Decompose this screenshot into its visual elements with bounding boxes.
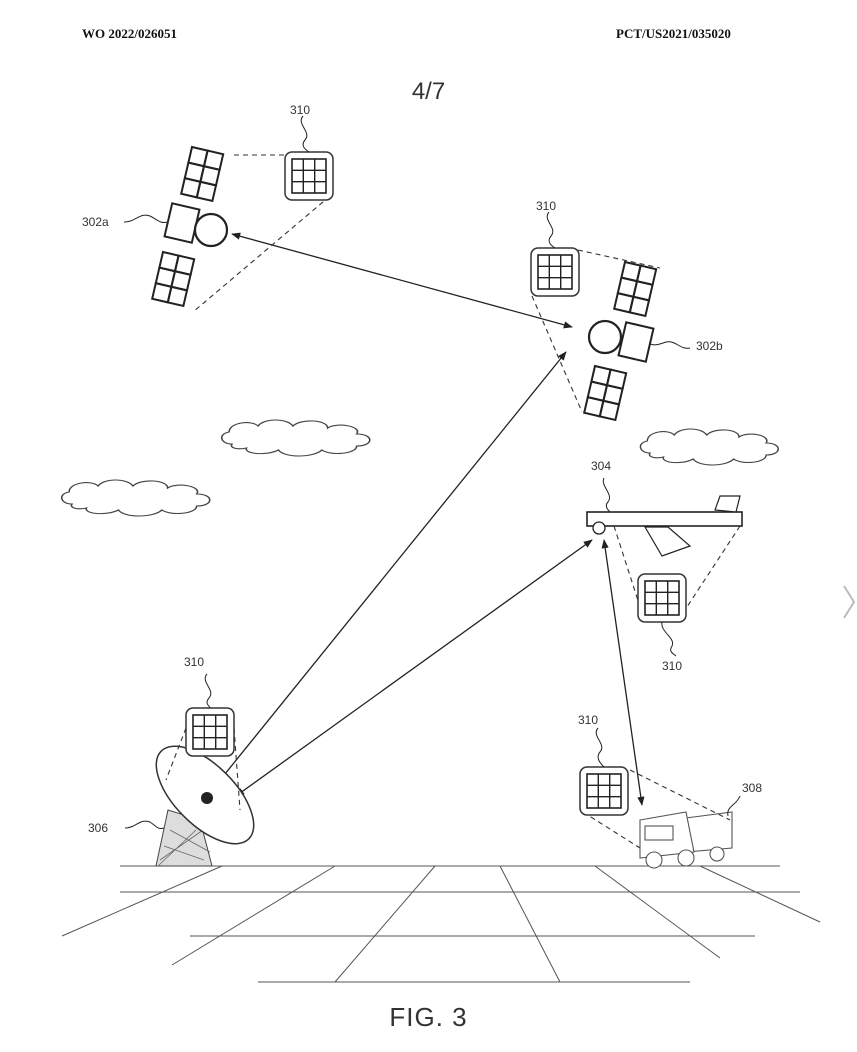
cloud-icon — [639, 428, 779, 466]
ref-label-vehicle: 308 — [742, 781, 762, 795]
ref-label-aircraft: 304 — [591, 459, 611, 473]
publication-number: WO 2022/026051 — [82, 26, 177, 41]
chevron-right-icon — [843, 585, 856, 619]
figure-label: FIG. 3 — [389, 1002, 468, 1032]
grid-module-icon — [637, 573, 687, 623]
ref-label-satellite-b: 302b — [696, 339, 723, 353]
ref-label-satellite-a: 302a — [82, 215, 109, 229]
communication-links — [211, 232, 645, 806]
ref-label-ground-station: 306 — [88, 821, 108, 835]
module-links — [165, 154, 741, 849]
sheet-number: 4/7 — [411, 78, 446, 105]
next-page-button[interactable] — [838, 582, 857, 622]
ref-label-module: 310 — [662, 659, 682, 673]
ref-label-module: 310 — [184, 655, 204, 669]
ground-grid — [61, 865, 821, 983]
ref-label-module: 310 — [536, 199, 556, 213]
ref-label-module: 310 — [290, 103, 310, 117]
ref-label-module: 310 — [578, 713, 598, 727]
truck-icon — [639, 811, 733, 869]
satellite-icon — [152, 147, 229, 306]
grid-module-icon — [530, 247, 580, 297]
cloud-icon — [60, 479, 211, 517]
satellite-icon — [584, 262, 656, 420]
satellite-dish-icon — [155, 745, 255, 867]
aircraft-icon — [586, 495, 743, 557]
cloud-icon — [220, 419, 371, 457]
grid-module-icon — [579, 766, 629, 816]
grid-module-icon — [185, 707, 235, 757]
leader-lines — [123, 115, 741, 829]
application-number: PCT/US2021/035020 — [616, 26, 731, 41]
grid-module-icon — [284, 151, 334, 201]
